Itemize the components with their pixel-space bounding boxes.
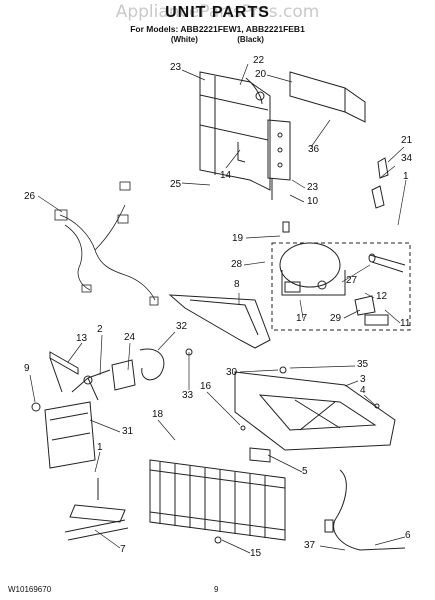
callout-34: 34 (401, 153, 413, 164)
callout-11: 11 (400, 318, 411, 329)
variant-white: (White) (170, 35, 198, 44)
callout-21: 21 (401, 135, 413, 146)
callout-23-lower: 23 (307, 182, 319, 193)
callout-7: 7 (120, 544, 126, 555)
page-number: 9 (214, 585, 219, 594)
callout-33: 33 (182, 390, 194, 401)
compressor-group (271, 242, 411, 331)
callout-2: 2 (97, 324, 103, 335)
callout-17: 17 (296, 313, 308, 324)
callout-20: 20 (255, 69, 267, 80)
callout-29: 29 (330, 313, 342, 324)
evaporator-cover-panel (199, 71, 291, 200)
callout-31: 31 (122, 426, 134, 437)
callout-1-lower: 1 (97, 442, 103, 453)
callout-18: 18 (152, 409, 164, 420)
screws-upper (282, 157, 389, 233)
callout-26: 26 (24, 191, 36, 202)
callout-22: 22 (253, 55, 265, 66)
models-line: For Models: ABB2221FEW1, ABB2221FEB1 (130, 24, 305, 34)
callout-4: 4 (360, 385, 366, 396)
air-duct (289, 71, 366, 123)
callout-3: 3 (360, 374, 366, 385)
callout-13: 13 (76, 333, 88, 344)
mounting-bracket (64, 478, 129, 541)
callout-16: 16 (200, 381, 212, 392)
callout-23-upper: 23 (170, 62, 182, 73)
condenser-coil (149, 447, 286, 544)
color-variants: (White) (Black) (0, 35, 435, 44)
callout-19: 19 (232, 233, 244, 244)
leader-lines (29, 63, 407, 554)
callout-8: 8 (234, 279, 240, 290)
callout-14: 14 (220, 170, 232, 181)
callout-35: 35 (357, 359, 369, 370)
drain-trough (168, 294, 271, 349)
wiring-harness (54, 181, 159, 306)
callout-12: 12 (376, 291, 388, 302)
callout-32: 32 (176, 321, 188, 332)
watermark: AppliancePartsPros.com (115, 2, 320, 22)
callout-5: 5 (302, 466, 308, 477)
callout-25: 25 (170, 179, 182, 190)
page-title: UNIT PARTS (165, 4, 270, 21)
machine-compartment-base (234, 366, 396, 451)
callout-9: 9 (24, 363, 30, 374)
callout-27: 27 (346, 275, 358, 286)
callout-10: 10 (307, 196, 319, 207)
callout-15: 15 (250, 548, 262, 559)
callout-30: 30 (226, 367, 238, 378)
callout-36: 36 (308, 144, 320, 155)
callout-6: 6 (405, 530, 411, 541)
variant-black: (Black) (237, 35, 264, 44)
callout-28: 28 (231, 259, 243, 270)
condenser-fan-assembly (31, 348, 193, 469)
callout-1-upper: 1 (403, 171, 409, 182)
callout-24: 24 (124, 332, 136, 343)
document-number: W10169670 (8, 585, 52, 594)
drain-tube (324, 469, 406, 551)
callout-37: 37 (304, 540, 316, 551)
